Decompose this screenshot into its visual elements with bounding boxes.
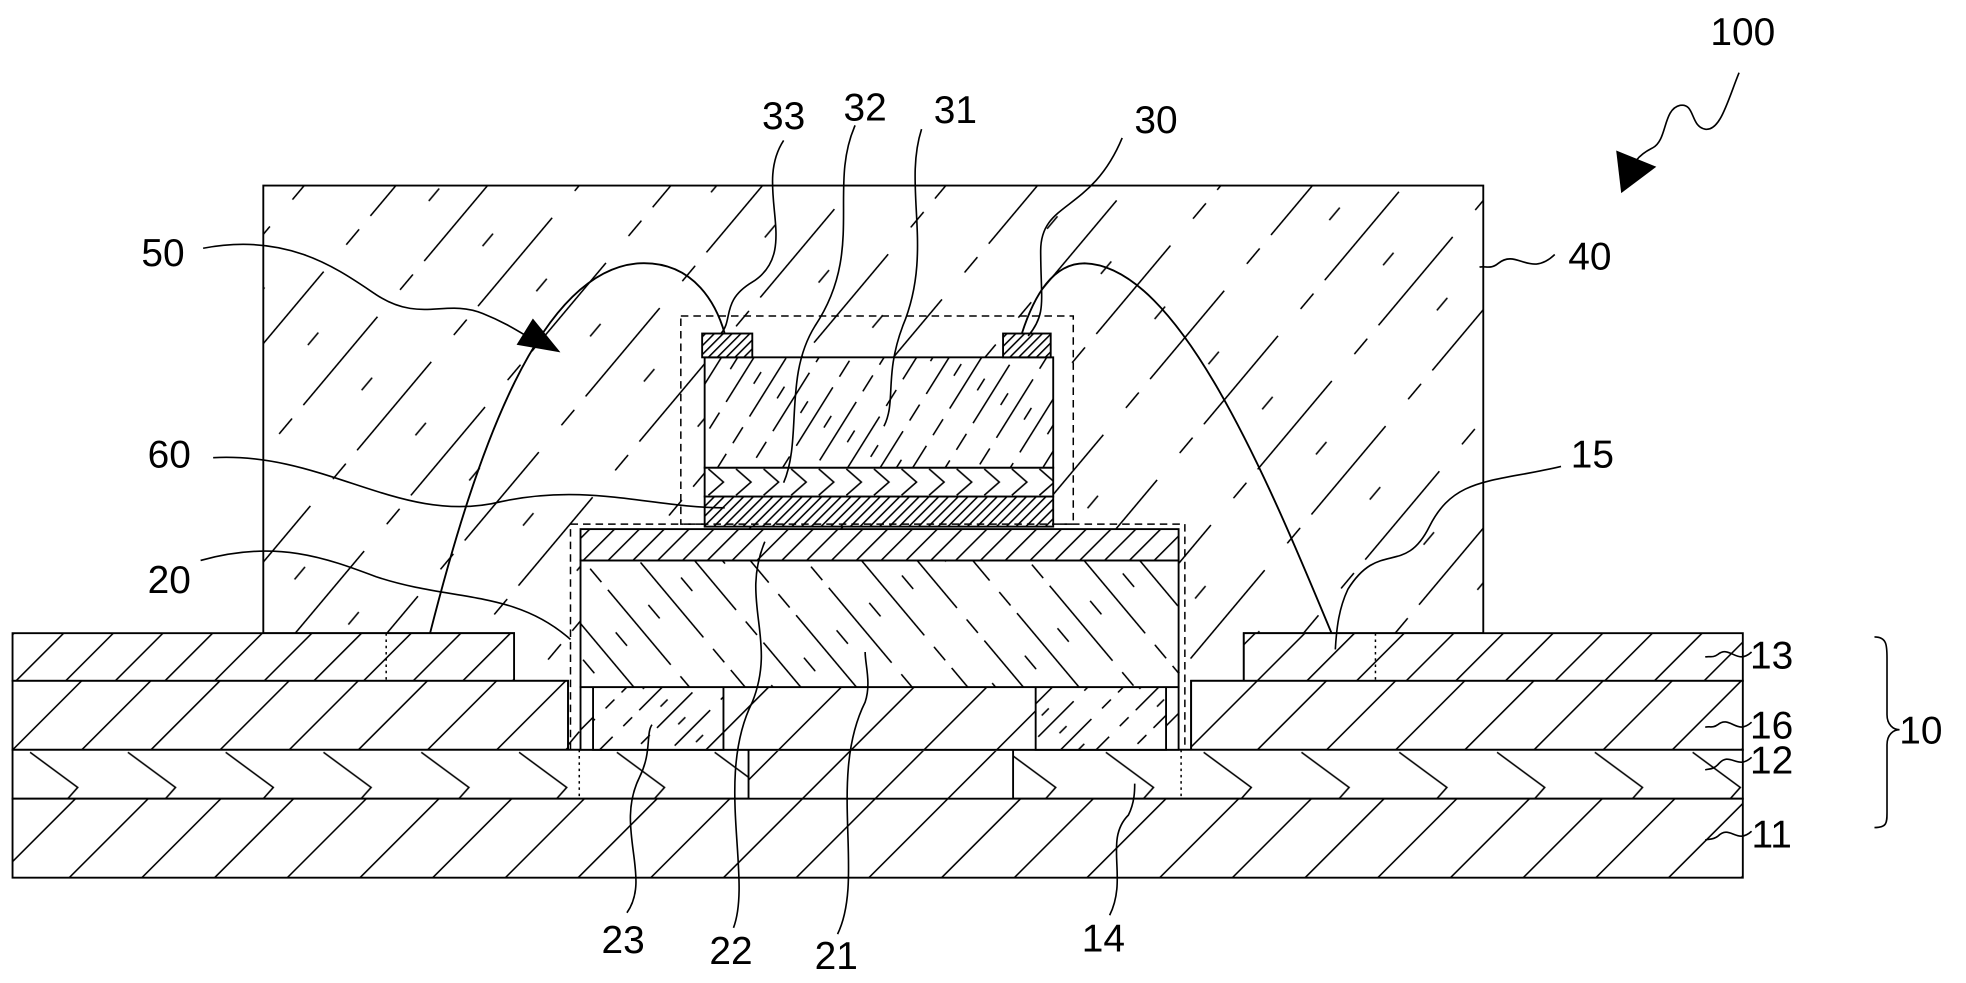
label-32: 32 [844,86,887,129]
label-11: 11 [1751,814,1791,857]
dashed-boundary-30 [680,315,1075,525]
layer-16-right [1190,679,1744,751]
label-15: 15 [1571,434,1614,477]
leader-line-12 [1704,756,1753,771]
leader-line-23 [626,724,653,914]
substrate-10 [11,632,1744,879]
chip-layer-22 [579,528,1180,562]
label-23: 23 [602,919,645,962]
leader-line-32 [782,125,856,484]
chip-layer-32 [703,466,1055,498]
reference-labels: 100 33 32 31 30 50 40 60 15 20 13 16 12 … [141,11,1942,978]
leader-line-33 [720,139,785,335]
chip-body-21 [579,559,1180,689]
bond-wire-right [1020,262,1333,634]
pad-33-left [701,332,754,359]
leader-line-60 [213,456,725,509]
arrow-50-line [202,243,528,337]
label-100: 100 [1710,11,1775,54]
adhesive-layer-60 [703,495,1055,528]
brace-10 [1874,636,1900,829]
layer-13-left [11,632,516,682]
chip-body-31 [703,356,1055,469]
chip-30 [680,315,1075,528]
label-16: 16 [1750,705,1793,748]
arrow-100-head [1616,150,1657,194]
leader-line-20 [200,550,572,641]
arrow-100-line [1635,72,1740,161]
leader-line-13 [1704,651,1753,658]
leader-line-11 [1704,830,1753,841]
label-20: 20 [148,559,191,602]
label-21: 21 [815,935,858,978]
leader-line-14 [1108,783,1136,916]
leader-line-30 [1027,137,1123,337]
bond-wire-left [429,262,726,634]
leader-line-21 [836,651,869,935]
chip-20 [569,523,1186,751]
label-60: 60 [148,434,191,477]
label-50: 50 [141,232,184,275]
arrow-50-head [516,318,561,353]
label-31: 31 [934,89,977,132]
leader-line-22 [732,541,766,929]
leader-line-40 [1479,253,1556,268]
label-12: 12 [1750,740,1793,783]
layer-11 [11,797,1744,879]
label-14: 14 [1082,918,1125,961]
label-33: 33 [762,95,805,138]
leader-line-31 [883,128,923,427]
pad-33-right [1002,332,1052,359]
leader-line-16 [1704,721,1753,729]
label-10: 10 [1899,710,1942,753]
leader-line-15 [1334,465,1562,650]
layer-13-right [1242,632,1744,682]
label-30: 30 [1134,99,1177,142]
pad-23-left [592,686,725,751]
label-22: 22 [709,930,752,973]
leader-lines [200,125,1900,935]
layer-12-opening [748,751,1014,800]
label-13: 13 [1750,634,1793,677]
label-40: 40 [1568,236,1611,279]
layer-16-left [11,679,569,751]
pad-23-right [1034,686,1167,751]
